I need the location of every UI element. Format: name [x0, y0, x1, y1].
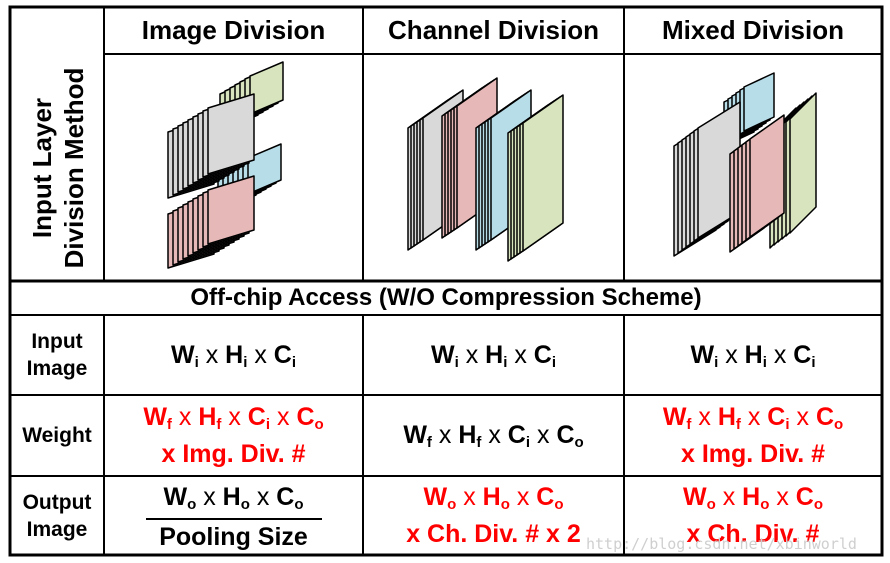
image-division-figure: [167, 61, 284, 269]
side-label-line2: Division Method: [58, 67, 89, 268]
channel-division-figure: [407, 77, 564, 262]
gray-feature-sheet: [207, 93, 255, 175]
row-label-weight-line1: Weight: [22, 424, 92, 447]
section-title: Off-chip Access (W/O Compression Scheme): [190, 284, 702, 311]
row-label-input-line1: Input: [31, 330, 83, 353]
header-channel-division: Channel Division: [388, 15, 599, 45]
pink-mixed-sheet: [749, 114, 785, 238]
row-label-input-line2: Image: [26, 357, 88, 380]
header-mixed-division: Mixed Division: [661, 15, 845, 45]
row-label-output-line1: Output: [22, 490, 92, 514]
output-image-division-formula: Wo x Ho x Co Pooling Size: [104, 476, 363, 555]
weight-mixed-division-factor: x Img. Div. #: [680, 439, 826, 468]
input-mixed-division-formula: Wi x Hi x Ci: [690, 340, 816, 371]
output-channel-division-formula: Wo x Ho x Co x Ch. Div. # x 2: [363, 476, 624, 555]
input-image-division-formula: Wi x Hi x Ci: [170, 340, 297, 371]
output-channel-division-factor: x Ch. Div. # x 2: [406, 519, 581, 548]
green-feature-sheet: [249, 61, 284, 115]
weight-image-division-formula: Wf x Hf x Ci x Co x Img. Div. #: [104, 395, 363, 476]
green-mixed-sheet: [789, 92, 817, 234]
row-label-input-image: Input Image: [10, 315, 104, 395]
weight-mixed-division-formula: Wf x Hf x Ci x Co x Img. Div. #: [624, 395, 882, 476]
input-channel-division-formula: Wi x Hi x Ci: [430, 340, 557, 371]
row-label-output-image: Output Image: [10, 476, 104, 555]
side-label-line1: Input Layer: [26, 97, 57, 238]
blue-mixed-sheet: [743, 72, 775, 132]
output-mixed-division-formula: Wo x Ho x Co x Ch. Div. #: [624, 476, 882, 555]
output-image-division-denominator: Pooling Size: [159, 523, 308, 551]
watermark: http://blog.csdn.net/xbinworld: [586, 535, 857, 553]
side-label: Input Layer Division Method: [10, 54, 105, 281]
green-channel-sheet: [522, 94, 564, 252]
mixed-division-figure: [673, 72, 817, 257]
weight-image-division-factor: x Img. Div. #: [161, 439, 306, 468]
header-image-division: Image Division: [141, 15, 326, 45]
row-label-output-line2: Image: [26, 517, 88, 541]
weight-channel-division-formula: Wf x Hf x Ci x Co: [403, 421, 584, 451]
row-label-weight: Weight: [10, 395, 104, 476]
output-image-division-numerator: Wo x Ho x Co: [163, 483, 304, 513]
fraction-bar: [145, 518, 322, 520]
output-mixed-division-factor: x Ch. Div. #: [686, 519, 820, 548]
pink-feature-sheet: [207, 175, 255, 245]
